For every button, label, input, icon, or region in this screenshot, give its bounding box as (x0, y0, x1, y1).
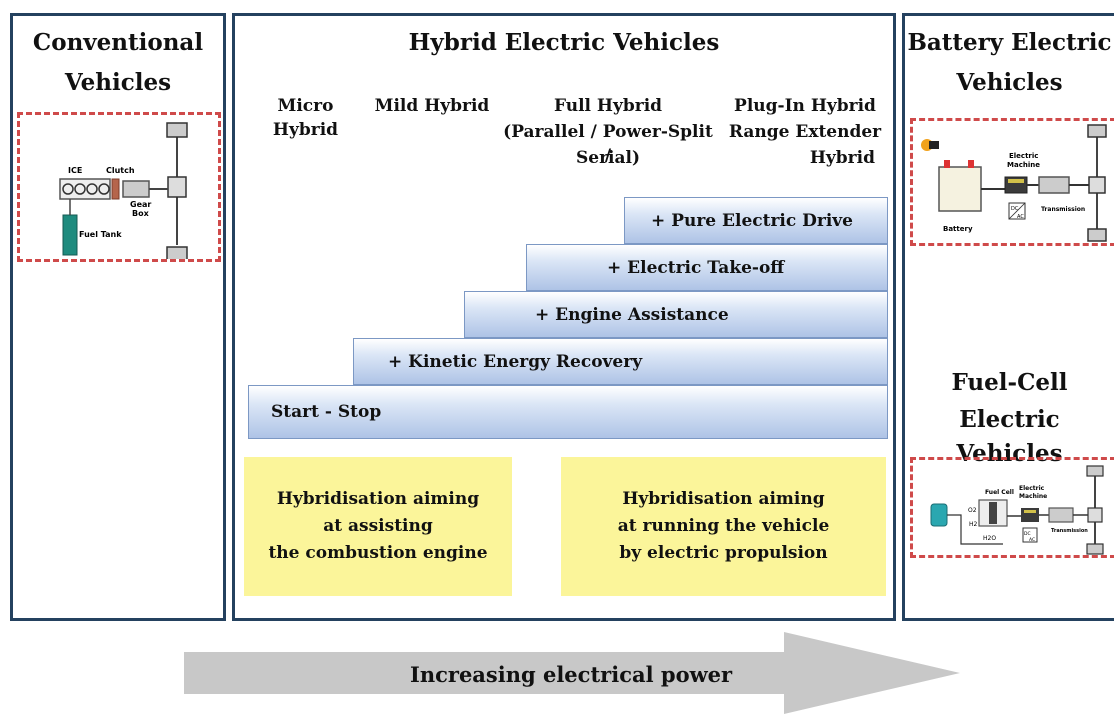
fuelcell-title-line1: Fuel-Cell (951, 369, 1068, 396)
battery-icon (938, 166, 982, 212)
stage-plugin-line2: Range Extender (728, 122, 882, 142)
step-electric-take-off-label: + Electric Take-off (607, 257, 785, 278)
stage-mild-hybrid: Mild Hybrid (374, 96, 490, 116)
fuel-cell-label: Fuel Cell (985, 489, 1014, 496)
aim-right-line3: by electric propulsion (619, 543, 828, 563)
aim-right-line1: Hybridisation aiming (622, 489, 825, 509)
stage-full-hybrid-line1: Full Hybrid (553, 96, 663, 116)
step-pure-electric-drive-label: + Pure Electric Drive (651, 210, 853, 231)
aim-electric-propulsion-box: Hybridisation aiming at running the vehi… (561, 457, 886, 596)
conventional-powertrain-diagram: ICE Clutch Gear Box Fuel Tank (59, 122, 188, 262)
step-electric-take-off: + Electric Take-off (526, 244, 888, 291)
battery-label: Battery (943, 225, 973, 233)
stage-full-hybrid-line3: Serial) (575, 148, 641, 168)
fuel-tank-label: Fuel Tank (79, 230, 122, 239)
wheel-bottom (166, 246, 188, 262)
electric-label: Electric (1009, 152, 1038, 160)
aim-right-line2: at running the vehicle (617, 516, 830, 536)
step-kinetic-energy-recovery-label: + Kinetic Energy Recovery (388, 351, 643, 372)
aim-left-line2: at assisting (323, 516, 433, 536)
battery-fuelcell-panel: Battery Electric Vehicles Electric Machi… (902, 13, 1114, 621)
fc-ac-label: AC (1029, 537, 1035, 543)
battery-electric-schematic: Electric Machine Battery Transmission DC… (910, 118, 1114, 246)
differential (167, 176, 187, 198)
ice-label: ICE (68, 166, 82, 175)
stage-plugin-line3: Hybrid (809, 148, 875, 168)
aim-left-line1: Hybridisation aiming (276, 489, 480, 509)
stage-micro-hybrid: Micro Hybrid (272, 96, 339, 140)
increasing-power-arrow (184, 632, 960, 714)
machine-label: Machine (1007, 161, 1040, 169)
step-pure-electric-drive: + Pure Electric Drive (624, 197, 888, 244)
transmission-label: Transmission (1041, 206, 1085, 213)
conventional-title-line2: Vehicles (64, 69, 172, 96)
step-start-stop-label: Start - Stop (271, 402, 382, 422)
battery-electric-powertrain-diagram: Electric Machine Battery Transmission DC… (921, 124, 1107, 242)
gear-label: Gear (130, 200, 151, 209)
fc-transmission-label: Transmission (1051, 528, 1088, 534)
fc-machine-label: Machine (1019, 493, 1047, 500)
aim-left-line3: the combustion engine (268, 543, 488, 563)
battery-title-line1: Battery Electric (907, 29, 1112, 56)
conventional-schematic: ICE Clutch Gear Box Fuel Tank (17, 112, 221, 262)
step-engine-assistance: + Engine Assistance (464, 291, 888, 338)
step-engine-assistance-label: + Engine Assistance (535, 304, 729, 325)
o2-label: O2 (968, 507, 977, 514)
box-label: Box (132, 209, 150, 218)
h2-label: H2 (969, 521, 978, 528)
fuelcell-schematic: Fuel Cell Electric Machine O2 H2 H2O Tra… (910, 457, 1114, 558)
increasing-power-label: Increasing electrical power (410, 662, 733, 687)
fuelcell-powertrain-diagram: Fuel Cell Electric Machine O2 H2 H2O Tra… (930, 465, 1104, 555)
fc-electric-label: Electric (1019, 485, 1045, 492)
hybrid-title: Hybrid Electric Vehicles (408, 29, 720, 56)
hydrogen-tank-icon (930, 503, 948, 527)
ac-label: AC (1017, 214, 1024, 220)
step-start-stop: Start - Stop (248, 385, 888, 439)
wheel-top (166, 122, 188, 138)
dc-label: DC (1011, 206, 1019, 212)
h2o-label: H2O (983, 535, 996, 542)
battery-title-line2: Vehicles (956, 69, 1063, 96)
fc-dc-label: DC (1024, 531, 1031, 537)
hybrid-electric-vehicles-panel: Hybrid Electric Vehicles Micro Hybrid Mi… (232, 13, 896, 621)
stage-full-hybrid-line2: (Parallel / Power-Split / (503, 122, 713, 166)
step-kinetic-energy-recovery: + Kinetic Energy Recovery (353, 338, 888, 385)
conventional-title-line1: Conventional (32, 29, 204, 56)
fuelcell-title-line2: Electric Vehicles (956, 406, 1063, 467)
stage-plugin-line1: Plug-In Hybrid (734, 96, 876, 116)
aim-assisting-engine-box: Hybridisation aiming at assisting the co… (244, 457, 512, 596)
clutch-label: Clutch (106, 166, 135, 175)
conventional-vehicles-panel: Conventional Vehicles ICE Clutch Gear (10, 13, 226, 621)
